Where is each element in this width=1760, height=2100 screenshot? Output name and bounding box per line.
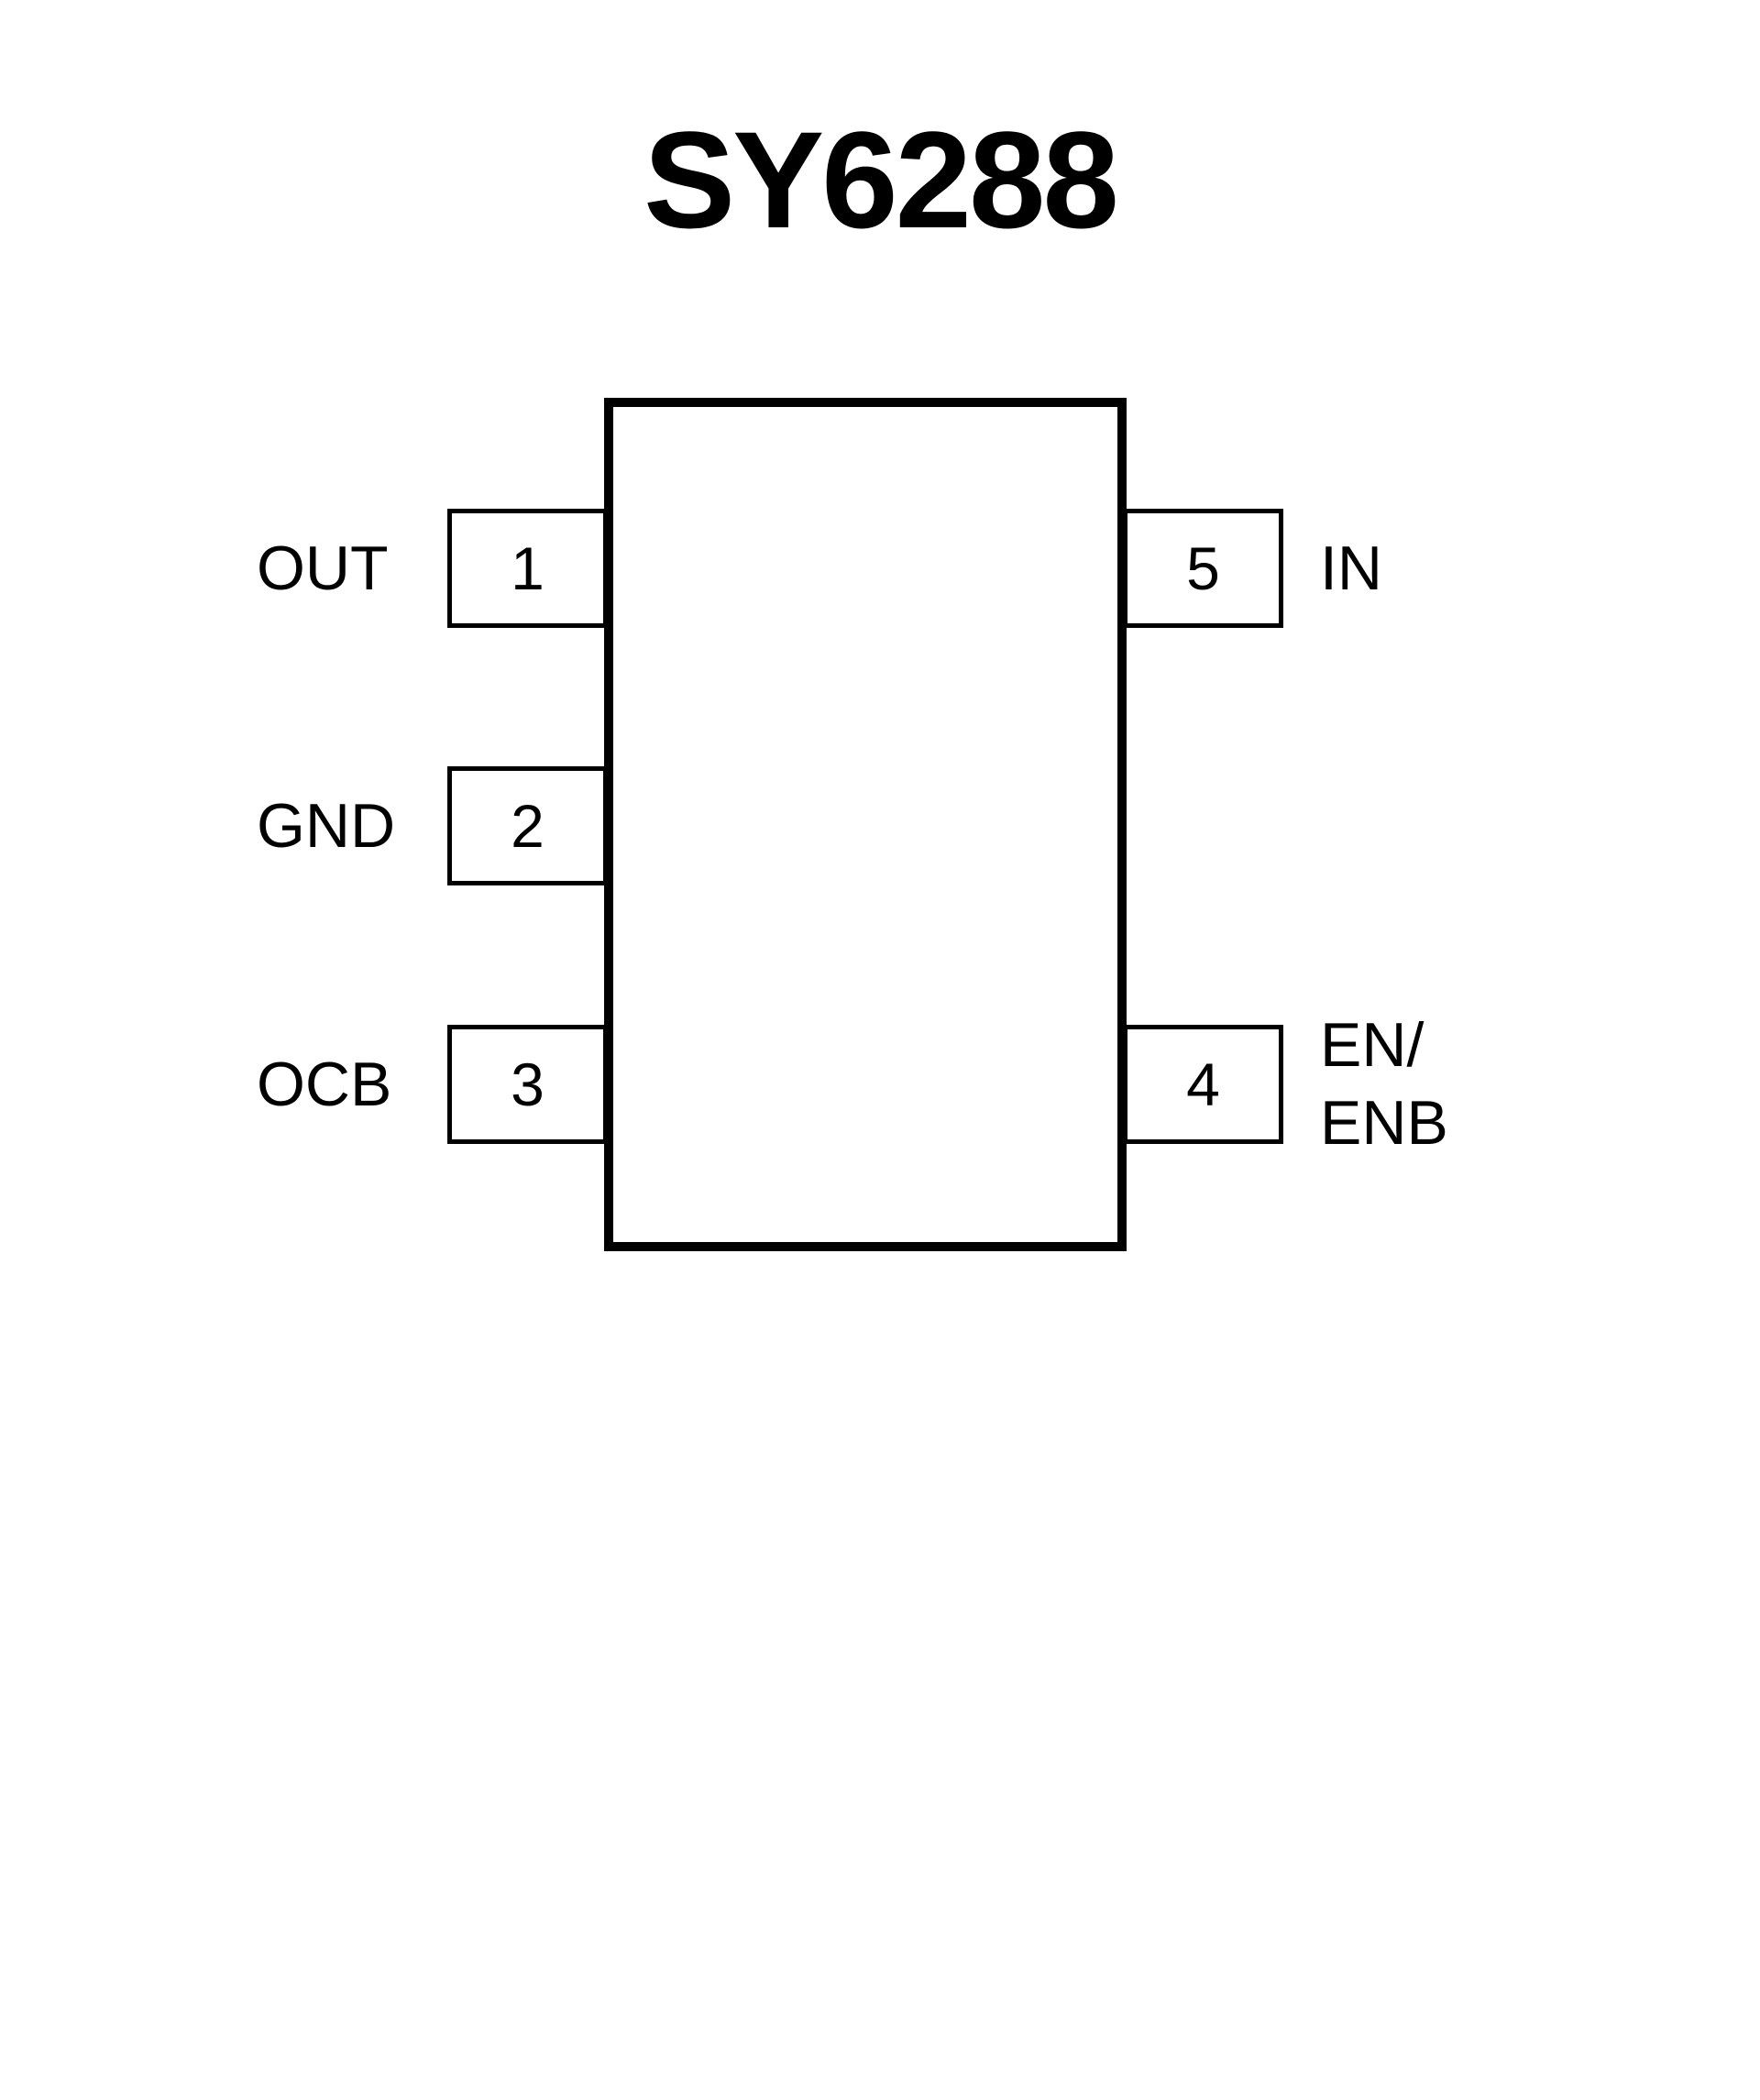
pin-2-box: 2 (447, 766, 608, 885)
pin-2-label: GND (257, 790, 396, 861)
pin-4-box: 4 (1123, 1025, 1283, 1144)
pin-3-label: OCB (257, 1049, 392, 1119)
pin-4-number: 4 (1186, 1050, 1220, 1118)
pin-5-box: 5 (1123, 509, 1283, 628)
chip-title: SY6288 (644, 103, 1119, 257)
pin-1-number: 1 (511, 534, 544, 602)
pin-1-label: OUT (257, 533, 389, 603)
pin-2-number: 2 (511, 792, 544, 860)
pin-3-box: 3 (447, 1025, 608, 1144)
pin-5-number: 5 (1186, 534, 1220, 602)
pin-4-label: EN/ ENB (1320, 1010, 1448, 1158)
pin-3-number: 3 (511, 1050, 544, 1118)
pin-1-box: 1 (447, 509, 608, 628)
ic-package-body (604, 398, 1127, 1251)
pin-5-label: IN (1320, 533, 1382, 603)
